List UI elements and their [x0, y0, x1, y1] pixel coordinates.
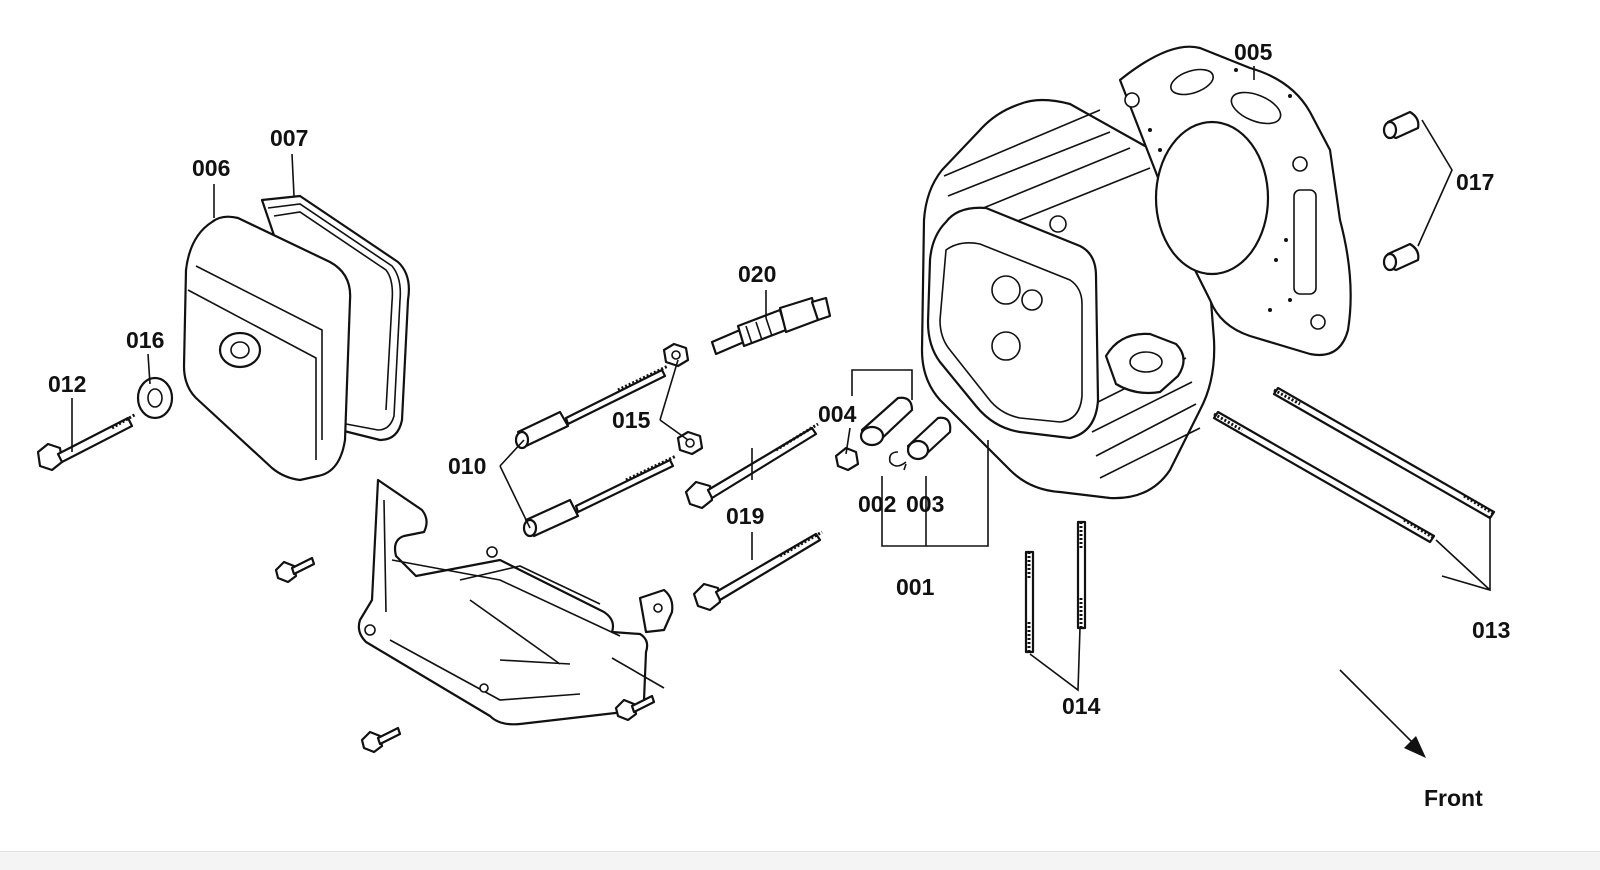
clip-002[interactable] [888, 451, 907, 467]
label-007: 007 [270, 125, 308, 151]
label-006: 006 [192, 155, 230, 181]
label-017: 017 [1456, 169, 1494, 195]
valve-guide-002[interactable] [859, 396, 914, 447]
dowel-pin-upper[interactable] [1382, 110, 1420, 140]
label-013: 013 [1472, 617, 1510, 643]
front-label: Front [1424, 785, 1483, 811]
label-010: 010 [448, 453, 486, 479]
front-direction-arrow [1339, 669, 1426, 758]
cylinder-head[interactable] [920, 98, 1216, 500]
valve-guide-003[interactable] [906, 416, 952, 461]
spacer-stud-upper[interactable] [514, 364, 669, 450]
head-stud-013-upper[interactable] [1272, 386, 1496, 520]
head-stud-013-lower[interactable] [1212, 410, 1436, 544]
dowel-pin-lower[interactable] [1382, 242, 1420, 272]
label-016: 016 [126, 327, 164, 353]
spacer-stud-lower[interactable] [522, 454, 677, 538]
label-015: 015 [612, 407, 651, 433]
deflector-bracket[interactable] [357, 478, 674, 726]
clip-004[interactable] [834, 446, 860, 472]
label-019: 019 [726, 503, 764, 529]
small-bolt-c[interactable] [360, 726, 402, 754]
head-gasket[interactable] [1118, 45, 1352, 357]
label-002: 002 [858, 491, 896, 517]
small-bolt-a[interactable] [274, 556, 316, 584]
label-005: 005 [1234, 39, 1273, 65]
rocker-cover[interactable] [182, 215, 352, 482]
spark-plug[interactable] [710, 296, 832, 356]
washer-016[interactable] [136, 376, 174, 420]
label-014: 014 [1062, 693, 1101, 719]
small-bolt-b[interactable] [614, 694, 656, 722]
stud-014-left[interactable] [1024, 550, 1035, 654]
bottom-strip [0, 851, 1600, 870]
leader-lines [71, 66, 1491, 692]
label-020: 020 [738, 261, 776, 287]
label-001: 001 [896, 574, 935, 600]
bolt-019-upper[interactable] [684, 422, 819, 510]
stud-014-right[interactable] [1076, 520, 1087, 630]
nut-015-upper[interactable] [662, 342, 690, 368]
label-004: 004 [818, 401, 857, 427]
bolt-019-lower[interactable] [692, 530, 823, 612]
bolt-012[interactable] [36, 412, 137, 472]
label-012: 012 [48, 371, 86, 397]
label-003: 003 [906, 491, 944, 517]
